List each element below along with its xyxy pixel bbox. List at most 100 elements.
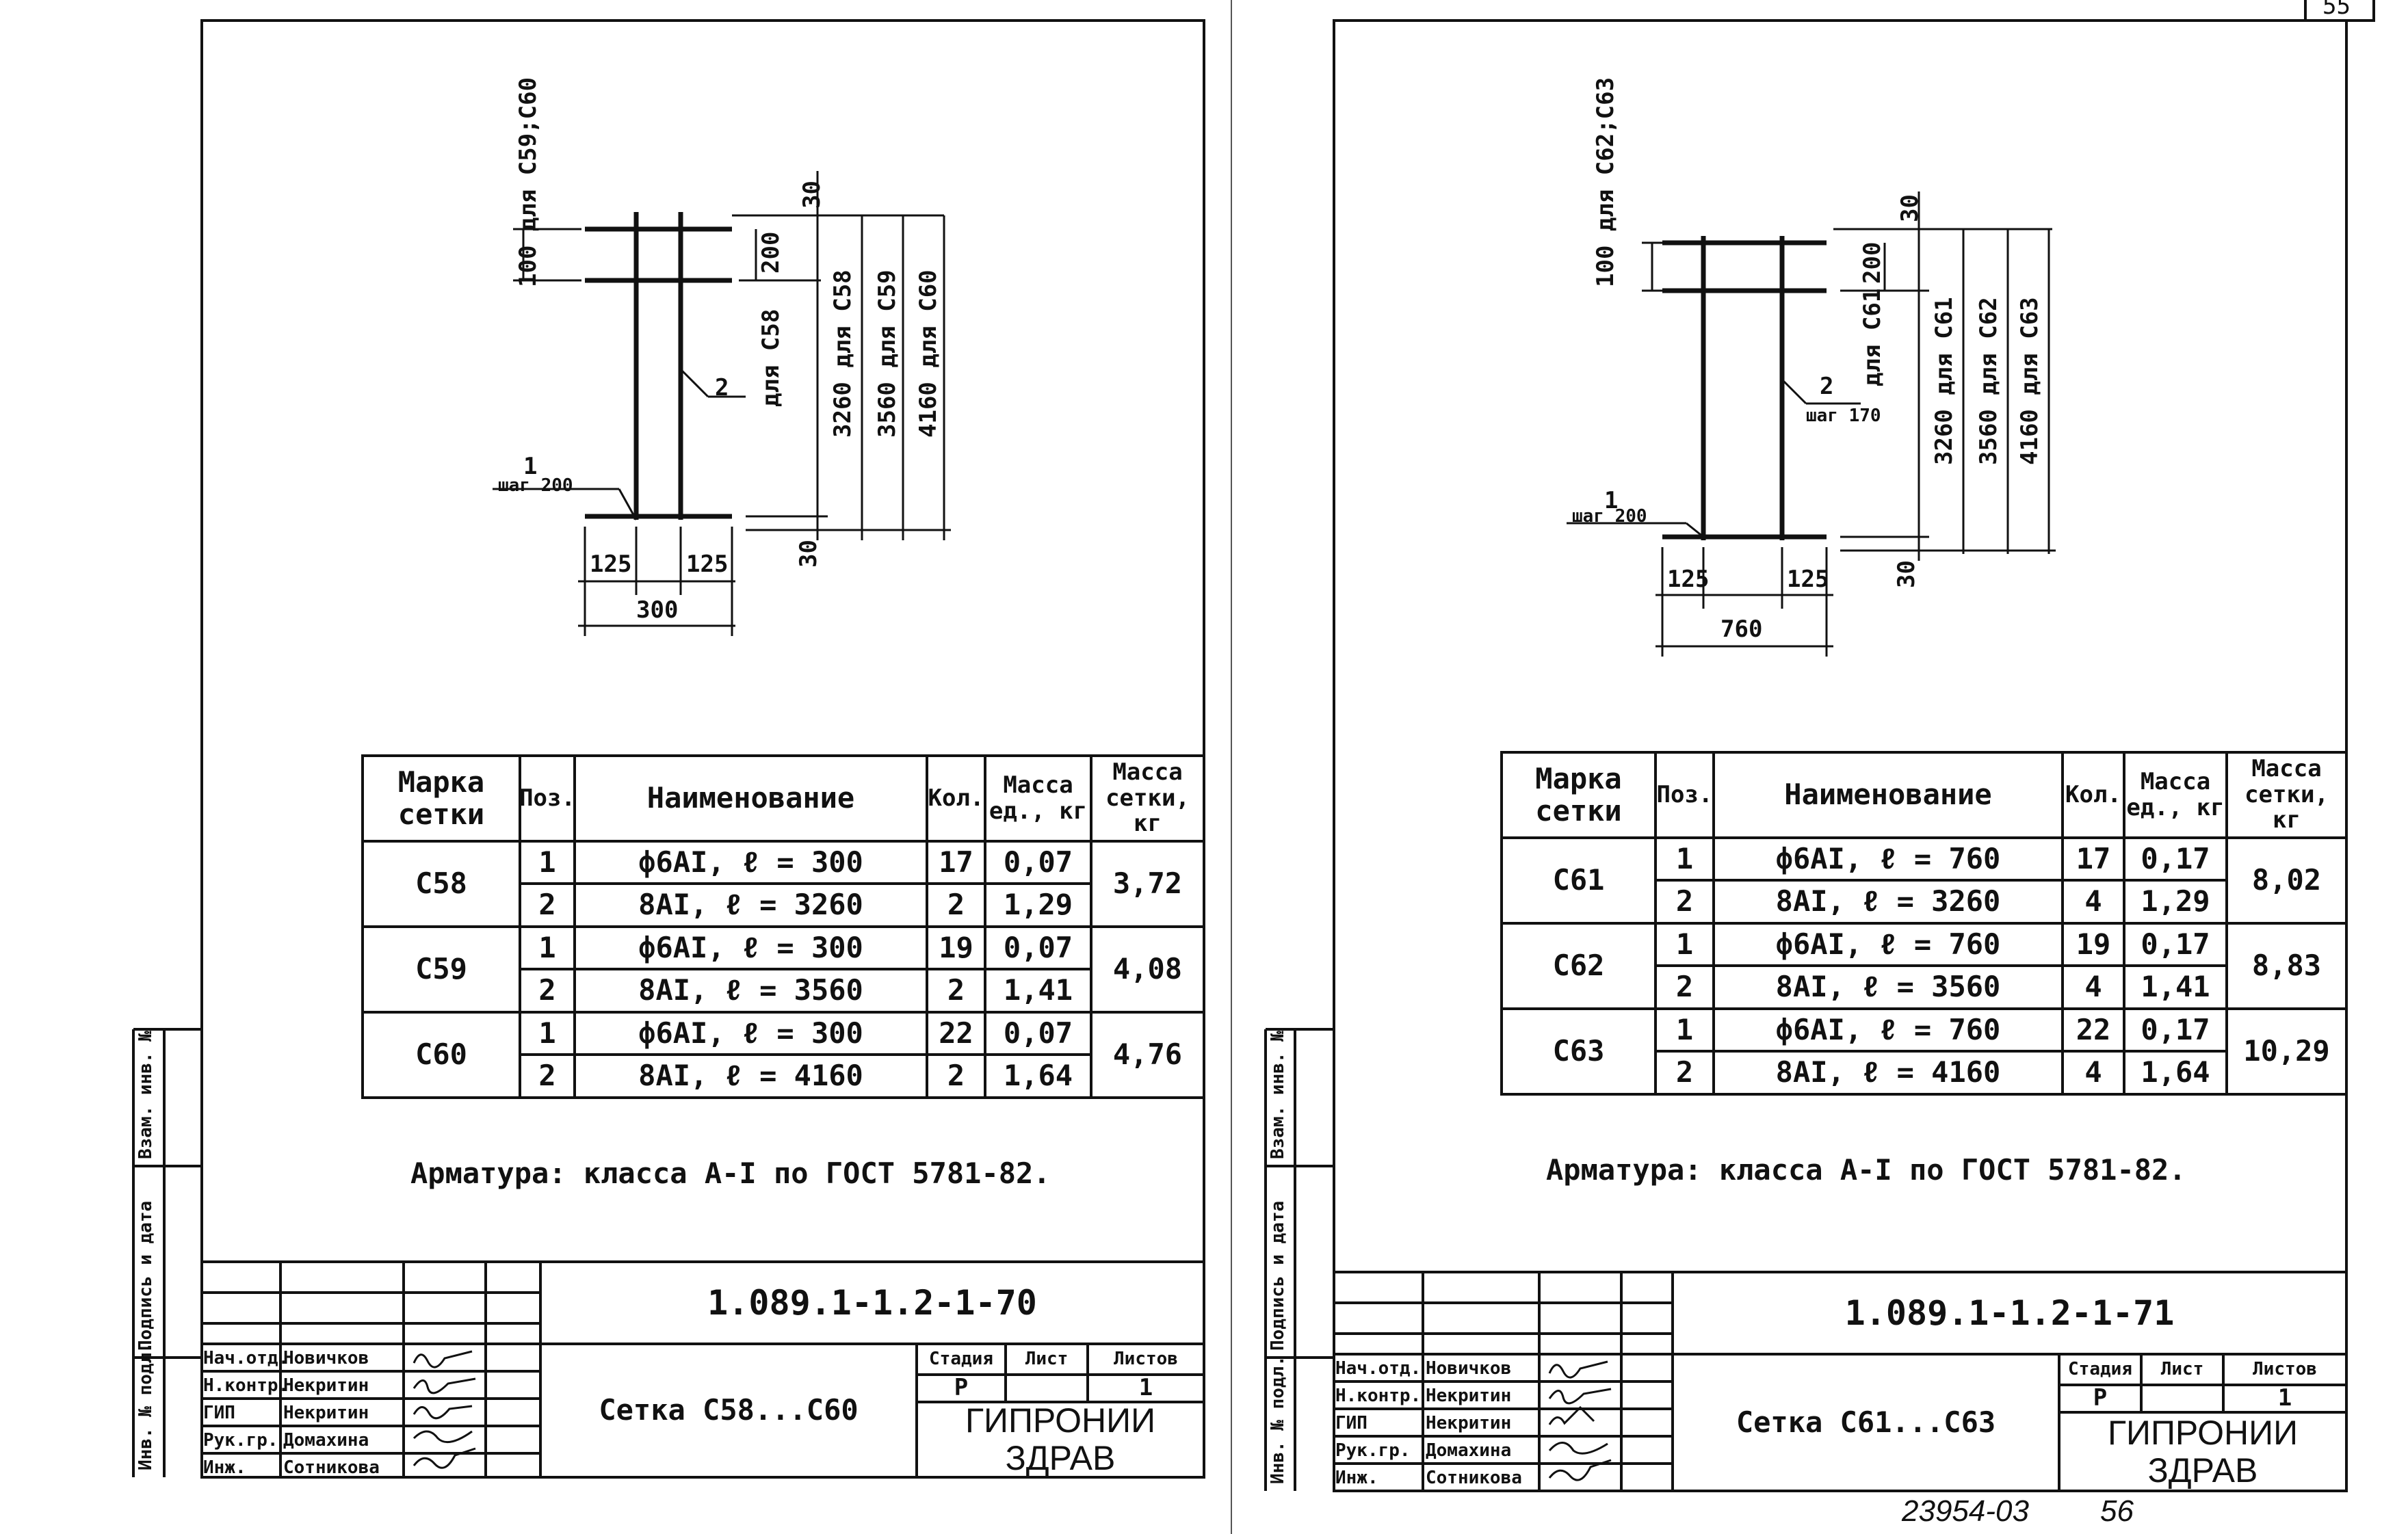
row-qty: 2 [947,888,965,922]
row-unit: 1,41 [2141,970,2210,1004]
header-unit-mass: Масса ед., кг [989,771,1088,825]
row-unit: 0,07 [1003,1016,1073,1050]
header-qty: Кол. [2065,780,2121,808]
signatures [1548,1360,1612,1481]
row-pos: 2 [538,973,556,1007]
stamp-name: Домахина [283,1430,369,1451]
stamp-role: ГИП [1335,1413,1367,1433]
dim-length-1: 3260 для С58 [829,269,856,438]
row-name: ф6AI, ℓ = 300 [638,930,863,964]
dim-for-mark: для С61 [1859,288,1886,386]
dim-length-3: 4160 для С63 [2016,297,2043,465]
row-qty: 17 [2076,841,2111,875]
stamp-sheet-header: Лист [1025,1349,1069,1370]
dim-for-mark: для С58 [757,308,785,407]
stamp-sheet [2141,1385,2223,1412]
row-unit: 1,64 [1003,1059,1073,1093]
org-name: ГИПРОНИИ ЗДРАВ [2107,1413,2299,1490]
header-unit-mass: Масса ед., кг [2126,768,2225,821]
row-name: ф6AI, ℓ = 760 [1775,1012,2001,1046]
row-unit: 0,17 [2141,927,2210,961]
row-name: 8AI, ℓ = 4160 [638,1059,863,1093]
stamp-role: Н.контр. [203,1375,289,1396]
pos-1-label: 1 [523,453,538,480]
pos-2-label: 2 [715,374,729,401]
header-name: Наименование [646,781,855,815]
dim-125-left: 125 [590,551,632,578]
side-vzam: Взам. инв. № [135,1031,156,1159]
stamp-name: Домахина [1426,1440,1512,1461]
row-mark: С60 [415,1037,467,1072]
doc-title: Сетка С58...С60 [599,1393,859,1427]
row-name: ф6AI, ℓ = 760 [1775,927,2001,961]
row-name: 8AI, ℓ = 3560 [1775,970,2001,1004]
stamp-name: Некритин [283,1403,369,1423]
row-name: 8AI, ℓ = 3260 [1775,884,2001,918]
stamp-name: Некритин [283,1375,369,1396]
dim-30-bottom: 30 [1893,560,1920,588]
row-unit: 0,17 [2141,1012,2210,1046]
stamp-sheet-header: Лист [2160,1359,2204,1380]
row-unit: 1,29 [1003,888,1073,922]
header-mark: Марка сетки [1535,762,1622,828]
row-total: 8,83 [2251,949,2322,983]
row-qty: 19 [939,930,973,964]
row-unit: 1,29 [2141,884,2210,918]
doc-code: 1.089.1-1.2-1-71 [1844,1293,2175,1333]
row-pos: 1 [1675,1012,1694,1046]
step-2-label: шаг 170 [1806,406,1881,426]
pos-1-label: 1 [1604,487,1619,514]
dim-125-left: 125 [1667,566,1710,593]
row-total: 3,72 [1112,867,1183,901]
pos-2-label: 2 [1820,373,1834,400]
row-name: ф6AI, ℓ = 760 [1775,841,2001,875]
row-qty: 4 [2084,970,2102,1004]
side-inv: Инв. № подл. [1268,1356,1288,1484]
row-unit: 0,17 [2141,841,2210,875]
corner-number: 55 [2322,0,2351,20]
row-pos: 1 [1675,841,1694,875]
archive-number: 23954-03 [1902,1494,2029,1528]
row-name: 8AI, ℓ = 4160 [1775,1055,2001,1089]
row-unit: 1,41 [1003,973,1073,1007]
header-qty: Кол. [928,784,984,812]
dim-30-top: 30 [1896,194,1924,222]
stamp-name: Сотникова [1426,1468,1522,1488]
dim-125-right: 125 [686,551,729,578]
row-pos: 2 [1675,970,1694,1004]
row-name: ф6AI, ℓ = 300 [638,845,863,879]
dim-30-top: 30 [798,181,826,209]
stamp-role: Инж. [1335,1468,1378,1488]
row-pos: 2 [538,888,556,922]
row-qty: 4 [2084,884,2102,918]
dim-200: 200 [757,231,785,274]
row-total: 4,08 [1112,952,1183,986]
dim-width: 300 [636,596,679,624]
row-pos: 1 [538,845,556,879]
side-vzam: Взам. инв. № [1268,1031,1288,1159]
header-net-mass: Масса сетки, кг [1105,758,1190,838]
header-net-mass: Масса сетки, кг [2245,755,2329,834]
stamp-stage: Р [954,1374,969,1402]
dim-125-right: 125 [1787,566,1829,593]
header-pos: Поз. [519,784,575,812]
row-mark: С63 [1552,1034,1605,1068]
header-mark: Марка сетки [397,765,485,831]
step-1-label: шаг 200 [1572,506,1647,527]
side-sign: Подпись и дата [1268,1200,1288,1351]
row-mark: С58 [415,867,467,901]
row-qty: 22 [939,1016,973,1050]
row-pos: 2 [538,1059,556,1093]
stamp-name: Некритин [1426,1413,1512,1433]
row-pos: 2 [1675,884,1694,918]
row-name: ф6AI, ℓ = 300 [638,1016,863,1050]
stamp-sheets-header: Листов [1114,1349,1178,1370]
stamp-name: Некритин [1426,1386,1512,1406]
side-sign: Подпись и дата [135,1200,156,1351]
stamp-sheets: 1 [1138,1374,1153,1402]
side-inv: Инв. № подл. [135,1342,156,1470]
dim-30-bottom: 30 [795,540,822,568]
stamp-role: Инж. [203,1457,246,1478]
